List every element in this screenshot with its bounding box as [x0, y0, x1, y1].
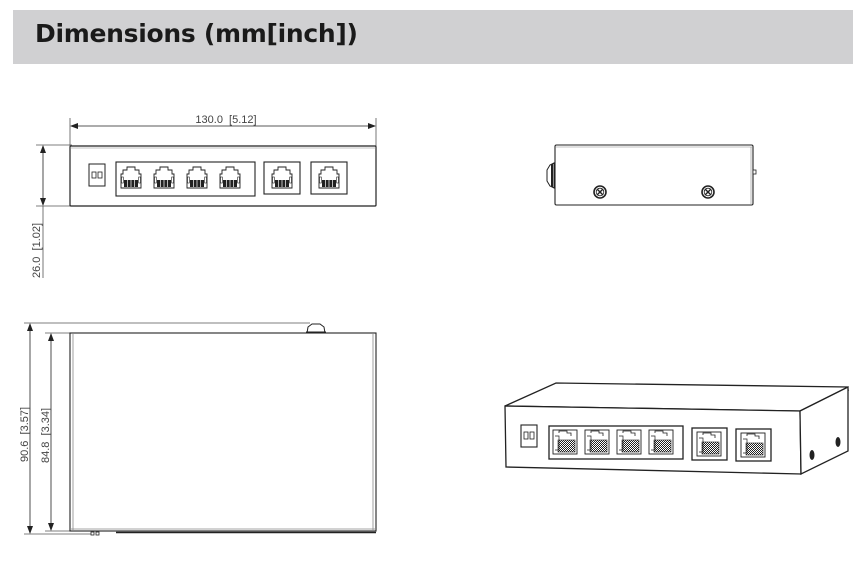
rj45-port-icon	[120, 166, 142, 189]
rj45-port-icon	[648, 429, 674, 455]
section-header-bar: Dimensions (mm[inch])	[13, 10, 853, 64]
front-width-label: 130.0 [5.12]	[195, 114, 256, 126]
rj45-port-icon	[584, 429, 610, 455]
dip-switch-icon	[88, 163, 106, 187]
top-view: 90.6 [3.57] 84.8 [3.34]	[19, 322, 377, 536]
rj45-port-icon	[616, 429, 642, 455]
top-chassis	[69, 332, 377, 532]
side-chassis	[554, 144, 754, 206]
rj45-port-icon	[186, 166, 208, 189]
side-view	[546, 144, 757, 206]
rj45-port-icon	[552, 429, 578, 455]
rj45-uplink-port-icon	[318, 166, 340, 189]
mount-hole-icon	[835, 437, 841, 447]
iso-dip-switch-icon	[520, 424, 538, 448]
top-overall-depth-label: 90.6 [3.57]	[19, 407, 31, 462]
top-body-depth-label: 84.8 [3.34]	[40, 408, 52, 463]
screw-icon	[701, 185, 715, 199]
mount-hole-icon	[809, 450, 815, 460]
isometric-view	[504, 382, 850, 476]
section-title: Dimensions (mm[inch])	[35, 19, 358, 48]
rj45-uplink-port-icon	[271, 166, 293, 189]
rj45-port-icon	[219, 166, 241, 189]
front-height-label: 26.0 [1.02]	[31, 223, 43, 278]
rj45-uplink-port-icon	[740, 432, 766, 458]
rj45-uplink-port-icon	[696, 431, 722, 457]
front-view: 130.0 [5.12] 26.0 [1.02]	[31, 114, 377, 278]
screw-icon	[593, 185, 607, 199]
rj45-port-icon	[153, 166, 175, 189]
